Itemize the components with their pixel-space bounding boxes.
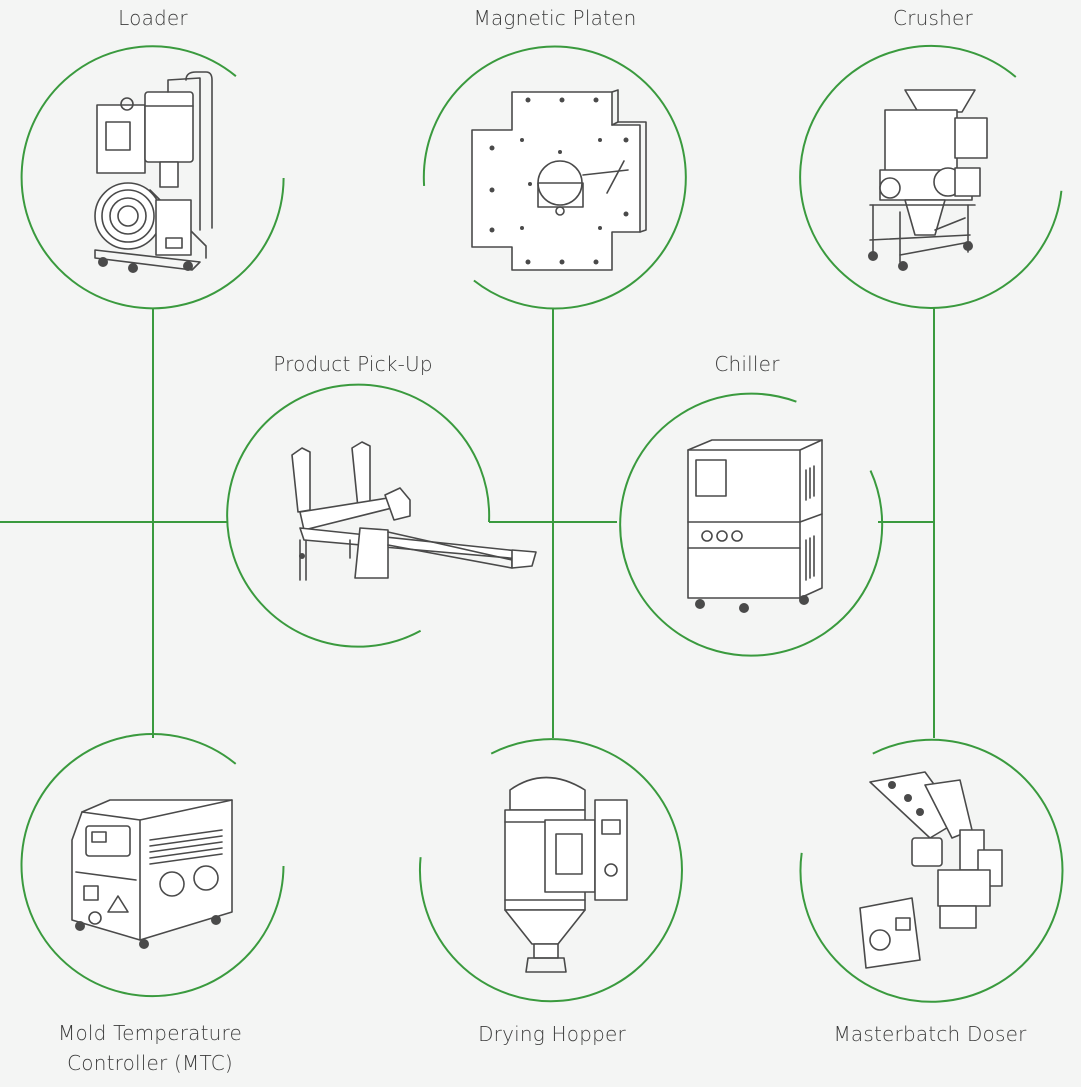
mtc-label-line2: Controller (MTC) — [67, 1051, 233, 1075]
loader-label: Loader — [118, 6, 188, 30]
mtc-circle — [20, 733, 285, 998]
product-pickup-label: Product Pick-Up — [273, 352, 433, 376]
pickup-robot-icon — [291, 441, 537, 581]
drying-hopper-icon — [504, 776, 628, 973]
loader-machine-icon — [94, 71, 213, 273]
magnetic-platen-circle — [422, 45, 687, 310]
masterbatch-doser-icon — [859, 771, 1003, 969]
crusher-label: Crusher — [893, 6, 973, 30]
magnetic-platen-icon — [471, 89, 647, 271]
magnetic-platen-label: Magnetic Platen — [473, 6, 637, 30]
drying-hopper-label: Drying Hopper — [478, 1022, 626, 1046]
crusher-circle — [799, 45, 1063, 309]
product-pickup-circle — [226, 383, 491, 648]
mtc-label: Mold Temperature Controller (MTC) — [30, 1018, 270, 1078]
connector-lines — [0, 308, 935, 738]
chiller-circle — [619, 392, 884, 657]
drying-hopper-circle — [419, 738, 683, 1003]
crusher-machine-icon — [868, 89, 988, 271]
mtc-label-line1: Mold Temperature — [58, 1021, 242, 1045]
chiller-label: Chiller — [714, 352, 780, 376]
masterbatch-doser-label: Masterbatch Doser — [833, 1022, 1027, 1046]
mtc-unit-icon — [71, 799, 233, 949]
masterbatch-doser-circle — [799, 738, 1064, 1003]
chiller-unit-icon — [687, 439, 823, 613]
node-circles — [20, 45, 1064, 1003]
loader-circle — [20, 45, 285, 310]
